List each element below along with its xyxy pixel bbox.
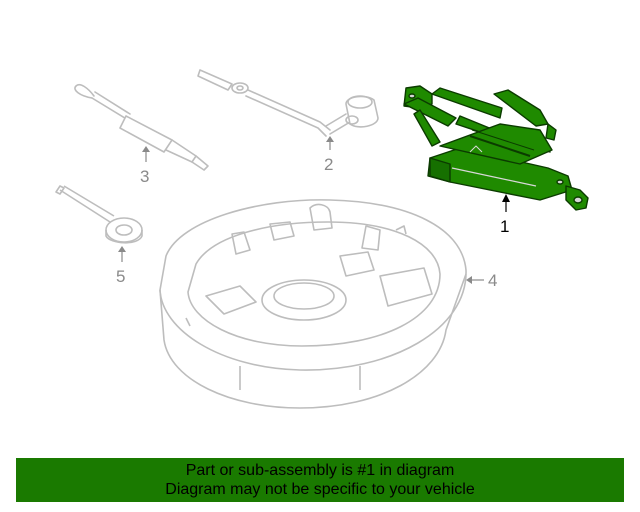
part-4-tool-tray[interactable] <box>159 199 467 409</box>
parts-diagram: 3 2 5 <box>55 69 589 409</box>
part-5-tow-eye[interactable] <box>55 185 143 244</box>
notice-line-2: Diagram may not be specific to your vehi… <box>165 481 475 498</box>
callout-label-5: 5 <box>116 267 125 286</box>
notice-line-1: Part or sub-assembly is #1 in diagram <box>185 462 455 479</box>
notice-banner: Part or sub-assembly is #1 in diagram Di… <box>16 458 624 502</box>
callout-5: 5 <box>116 246 126 286</box>
part-1-scissor-jack[interactable] <box>403 85 589 211</box>
callout-2: 2 <box>324 136 334 174</box>
callout-label-1: 1 <box>500 217 509 236</box>
callout-label-3: 3 <box>140 167 149 186</box>
part-3-hook-rod[interactable] <box>74 83 209 171</box>
callout-4: 4 <box>466 271 497 290</box>
callout-3: 3 <box>140 146 150 186</box>
part-2-lug-wrench[interactable] <box>197 69 379 137</box>
callout-label-2: 2 <box>324 155 333 174</box>
callout-label-4: 4 <box>488 271 497 290</box>
callout-1: 1 <box>500 194 510 236</box>
